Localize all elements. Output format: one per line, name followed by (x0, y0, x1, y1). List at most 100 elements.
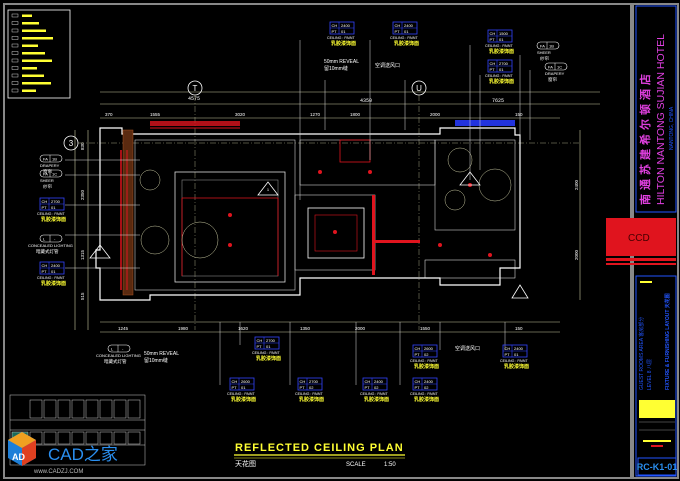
fa-label: SHEER (40, 178, 54, 183)
fa-label: DRAPERY (545, 71, 565, 76)
fa-label-cn: 窗帘 (548, 76, 557, 83)
paint-value: 02 (309, 385, 314, 390)
dimension-label: 2350 (80, 189, 85, 200)
dim-top-overall: 4575 (188, 96, 200, 102)
keyplan-room (43, 399, 57, 419)
fa-label: SHEER (537, 50, 551, 55)
finish-note-cn: 乳胶漆饰面 (256, 355, 281, 362)
fa-label: DRAPERY (40, 163, 60, 168)
dimension-label: 1270 (310, 112, 321, 117)
paint-label: PT (415, 385, 421, 390)
legend-line (22, 37, 53, 40)
keyplan-room (127, 399, 141, 419)
dimension-lines-top (74, 91, 600, 333)
dimension-label: 1555 (150, 112, 161, 117)
paint-label: PT (42, 205, 48, 210)
ceiling-height-value: 2400 (51, 263, 61, 268)
keyplan-room (113, 431, 127, 445)
keyplan-room (57, 399, 71, 419)
drawing-title: REFLECTED CEILING PLAN (235, 442, 404, 454)
finish-note: CEILING : PAINT (485, 44, 513, 48)
project-location: NANTONG, CHINA (669, 106, 675, 150)
fa-code: FA (43, 172, 48, 177)
ceiling-height-value: 2700 (499, 61, 509, 66)
legend-swatch (11, 43, 19, 48)
fa-code: FA (43, 157, 48, 162)
paint-label: PT (332, 29, 338, 34)
keyplan-room (127, 431, 141, 445)
paint-label: PT (505, 352, 511, 357)
legend-line (22, 52, 45, 55)
dimension-label: 2000 (430, 112, 441, 117)
ceiling-height-label: CH (415, 346, 421, 351)
paint-label: PT (42, 269, 48, 274)
finish-note-cn: 乳胶漆饰面 (414, 363, 439, 370)
leader-lines (65, 40, 531, 385)
paint-value: 01 (241, 385, 246, 390)
section-mark: 1 (267, 187, 270, 192)
fa-label-cn: 纱帘 (540, 55, 549, 62)
dimension-label: 1980 (178, 326, 189, 331)
dimension-label: 370 (105, 112, 113, 117)
paint-label: PT (490, 67, 496, 72)
dimension-label: 2400 (574, 179, 579, 190)
grid-marker-3: 3 (63, 135, 580, 151)
ceiling-height-value: 2400 (404, 23, 414, 28)
finish-note-cn: 乳胶漆饰面 (489, 78, 514, 85)
paint-value: 01 (514, 352, 519, 357)
lighting-code: L (43, 237, 46, 242)
paint-value: 01 (51, 205, 56, 210)
paint-label: PT (300, 385, 306, 390)
ceiling-height-label: CH (490, 31, 496, 36)
dimension-label: 3020 (235, 112, 246, 117)
lighting-label-cn: 暗藏式灯管 (104, 358, 127, 365)
legend-line (22, 74, 44, 77)
svg-text:U: U (416, 84, 422, 93)
watermark-url: www.CADZJ.COM (33, 469, 83, 475)
legend-line (22, 29, 46, 32)
watermark-logo: AD CAD之家 www.CADZJ.COM (8, 432, 118, 475)
ceiling-height-label: CH (505, 346, 511, 351)
ceiling-height-value: 2400 (424, 379, 434, 384)
finish-note: CEILING : PAINT (410, 392, 438, 396)
finish-note: CEILING : PAINT (37, 212, 65, 216)
logo-text: CCD (628, 233, 650, 244)
finish-note-cn: 乳胶漆饰面 (504, 363, 529, 370)
finish-note-cn: 乳胶漆饰面 (299, 396, 324, 403)
legend-swatch (11, 51, 19, 55)
legend-box (7, 9, 71, 99)
lighting-label: CONCEALED LIGHTING (96, 353, 141, 358)
ceiling-height-label: CH (300, 379, 306, 384)
keyplan-room (71, 431, 85, 445)
reveal-note: 50mm REVEAL (324, 59, 359, 65)
fa-number: 1C (52, 172, 57, 177)
ceiling-height-label: CH (42, 199, 48, 204)
fa-code: FA (540, 44, 545, 49)
legend-swatch (11, 66, 19, 70)
fa-number: 1B (52, 157, 57, 162)
paint-label: PT (490, 37, 496, 42)
finish-note: CEILING : PAINT (360, 392, 388, 396)
finish-note: CEILING : PAINT (227, 392, 255, 396)
dimension-label: 2000 (574, 249, 579, 260)
